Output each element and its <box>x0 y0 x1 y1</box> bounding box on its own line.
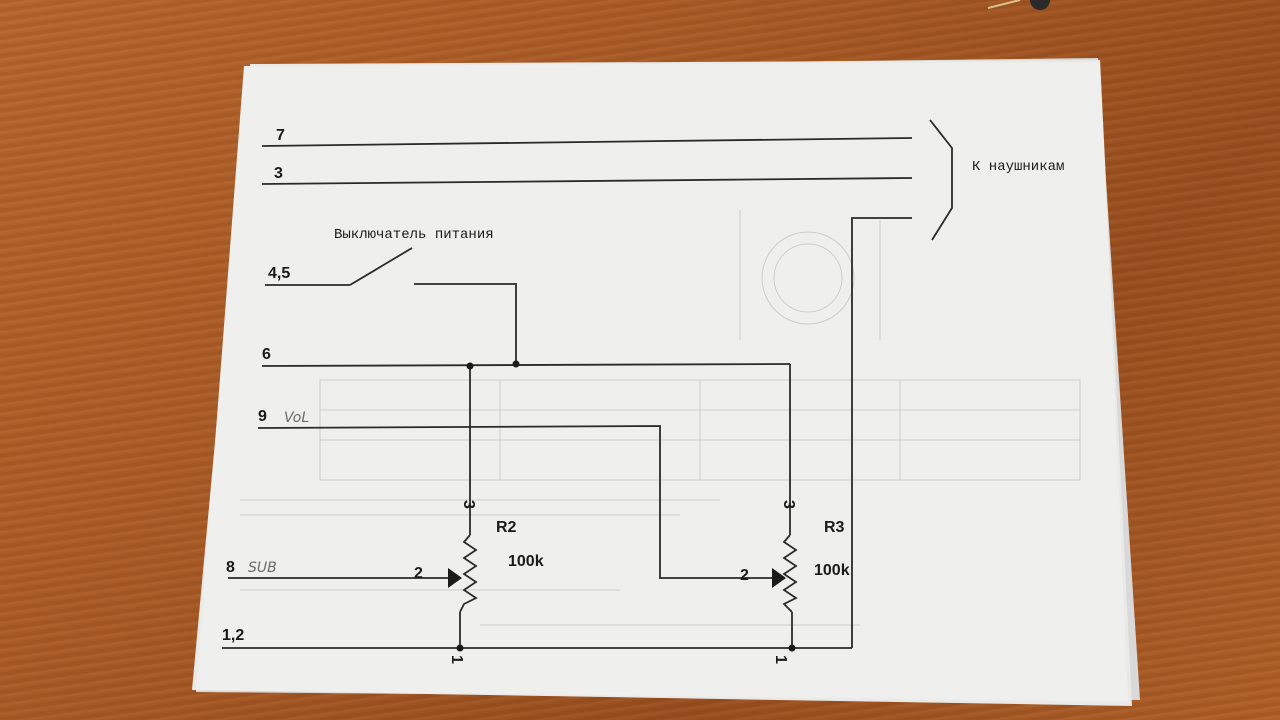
resistor-r2-wiper-arrow <box>448 568 462 588</box>
headphones-bracket <box>929 119 953 241</box>
wire-6 <box>261 363 791 367</box>
junction-dot <box>466 362 474 370</box>
junction-dot <box>456 644 464 652</box>
resistor-r3 <box>782 534 798 613</box>
resistor-r3-wiper-arrow <box>772 568 786 588</box>
label-line-3: 3 <box>274 165 283 182</box>
r3-pin-wiper: 2 <box>740 567 749 584</box>
r2-name: R2 <box>496 519 517 536</box>
label-line-4-5: 4,5 <box>268 265 290 282</box>
r2-pin-wiper: 2 <box>414 565 423 582</box>
junction-dot <box>788 644 796 652</box>
resistor-r2 <box>459 534 478 613</box>
r2-pin-top: 3 <box>460 500 477 509</box>
handwritten-sub: SUB <box>248 560 277 576</box>
wire-9 <box>257 425 772 579</box>
r3-pin-top: 3 <box>780 500 797 509</box>
label-line-1-2: 1,2 <box>222 627 244 644</box>
label-line-7: 7 <box>276 127 285 144</box>
r3-pin-bottom: 1 <box>772 655 789 664</box>
wire-switch-out <box>414 283 517 364</box>
wire-7 <box>261 137 913 147</box>
switch-lever <box>349 247 413 286</box>
wire-3 <box>261 177 913 185</box>
r3-name: R3 <box>824 519 845 536</box>
label-line-9: 9 <box>258 408 267 425</box>
wires <box>222 119 953 649</box>
headphones-label: К наушникам <box>972 159 1064 175</box>
power-switch-label: Выключатель питания <box>334 227 494 243</box>
r2-pin-bottom: 1 <box>448 655 465 664</box>
handwritten-vol: VoL <box>284 410 309 426</box>
pushpin <box>987 0 1050 10</box>
r3-value: 100k <box>814 562 850 579</box>
paper-front-sheet <box>196 62 1128 702</box>
label-line-8: 8 <box>226 559 235 576</box>
junction-dot <box>512 360 520 368</box>
r2-value: 100k <box>508 553 544 570</box>
label-line-6: 6 <box>262 346 271 363</box>
wire-headphone-return <box>851 217 912 648</box>
bleed-through-ghost <box>240 210 1081 626</box>
